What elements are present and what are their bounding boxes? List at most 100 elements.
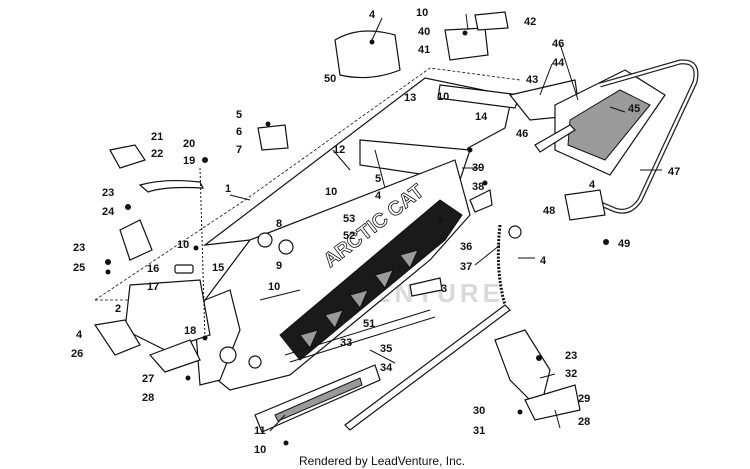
bulkhead-hole <box>219 346 237 364</box>
leader <box>559 43 579 101</box>
callout-6: 6 <box>236 126 242 138</box>
fastener <box>283 440 289 446</box>
callout-4: 4 <box>76 329 83 341</box>
callout-10: 10 <box>268 281 280 293</box>
leader <box>369 349 396 364</box>
callout-26: 26 <box>71 348 83 360</box>
callout-15: 15 <box>212 262 224 274</box>
leader <box>229 194 251 201</box>
cutout <box>299 329 319 349</box>
bracket-2 <box>124 279 211 351</box>
callout-12: 12 <box>333 144 345 156</box>
tunnel-assembly: ARCTIC CAT <box>94 67 521 391</box>
fastener <box>125 204 131 210</box>
leader <box>554 409 561 429</box>
cutout <box>349 289 369 309</box>
callout-31: 31 <box>473 425 485 437</box>
callout-10: 10 <box>325 186 337 198</box>
callout-5: 5 <box>437 214 443 226</box>
callout-21: 21 <box>151 131 163 143</box>
callouts: 4 10 42 40 41 46 44 43 50 10 13 14 45 46… <box>71 7 680 456</box>
fastener <box>105 269 111 275</box>
fitting-36 <box>508 225 522 239</box>
callout-5: 5 <box>375 173 381 185</box>
leader <box>199 167 206 341</box>
fasteners <box>105 30 609 446</box>
callout-11: 11 <box>254 425 266 437</box>
plate-3 <box>409 277 443 297</box>
plate-29 <box>524 384 581 421</box>
seat-50 <box>334 30 401 79</box>
callout-52: 52 <box>343 230 355 242</box>
bracket-32 <box>494 329 551 412</box>
cover-40 <box>444 27 489 61</box>
callout-43: 43 <box>526 74 538 86</box>
callout-34: 34 <box>380 362 393 374</box>
callout-28: 28 <box>578 416 590 428</box>
callout-10: 10 <box>437 91 449 103</box>
callout-35: 35 <box>380 343 392 355</box>
fastener <box>603 239 609 245</box>
callout-7: 7 <box>236 144 242 156</box>
side-decal <box>279 199 463 361</box>
rear-assembly <box>437 59 699 306</box>
callout-33: 33 <box>340 337 352 349</box>
callout-29: 29 <box>578 393 590 405</box>
bracket-24 <box>138 179 204 193</box>
strap-37 <box>496 224 507 306</box>
callout-42: 42 <box>524 16 536 28</box>
callout-23: 23 <box>565 350 577 362</box>
cutout <box>399 249 419 269</box>
callout-38: 38 <box>472 181 484 193</box>
fastener <box>105 259 111 265</box>
leader <box>332 149 351 171</box>
callout-22: 22 <box>151 148 163 160</box>
mount-hole <box>278 239 294 255</box>
callout-4: 4 <box>540 255 547 267</box>
fastener <box>369 39 375 45</box>
callout-10: 10 <box>416 7 428 19</box>
callout-16: 16 <box>147 263 159 275</box>
callout-1: 1 <box>225 183 231 195</box>
callout-25: 25 <box>73 262 85 274</box>
fastener <box>185 375 191 381</box>
pin-16 <box>174 264 194 274</box>
fastener <box>462 30 468 36</box>
callout-37: 37 <box>460 261 472 273</box>
bar-46 <box>534 124 576 153</box>
rail-33b <box>289 316 436 363</box>
mount-hole <box>257 232 273 248</box>
callout-10: 10 <box>177 239 189 251</box>
cutout <box>324 309 344 329</box>
callout-46: 46 <box>552 38 564 50</box>
plate-48 <box>564 189 606 221</box>
callout-23: 23 <box>73 242 85 254</box>
fastener <box>202 335 208 341</box>
callout-51: 51 <box>363 318 375 330</box>
callout-49: 49 <box>618 238 630 250</box>
leader <box>374 149 386 189</box>
leader <box>465 13 469 31</box>
callout-17: 17 <box>147 281 159 293</box>
bracket-6 <box>257 124 289 151</box>
leader <box>474 244 501 266</box>
callout-36: 36 <box>460 241 472 253</box>
callout-40: 40 <box>418 26 430 38</box>
callout-50: 50 <box>324 73 336 85</box>
leader <box>259 289 301 301</box>
fastener <box>467 147 473 153</box>
cover-27 <box>148 339 201 373</box>
callout-18: 18 <box>184 325 196 337</box>
callout-14: 14 <box>475 111 488 123</box>
callout-13: 13 <box>404 92 416 104</box>
callout-5: 5 <box>236 109 242 121</box>
plate-26 <box>93 319 141 356</box>
callout-32: 32 <box>565 368 577 380</box>
callout-19: 19 <box>183 155 195 167</box>
callout-4: 4 <box>375 190 382 202</box>
leader <box>269 414 286 432</box>
callout-39: 39 <box>472 162 484 174</box>
callout-46: 46 <box>516 128 528 140</box>
callout-20: 20 <box>183 138 195 150</box>
